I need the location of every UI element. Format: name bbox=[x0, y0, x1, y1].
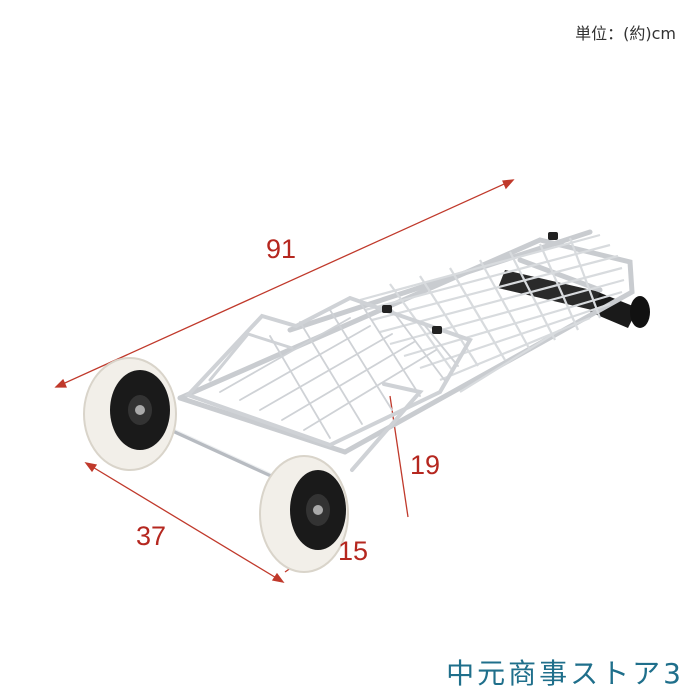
height-dimension-label: 19 bbox=[410, 450, 441, 480]
front-basket bbox=[184, 295, 473, 472]
left-wheel bbox=[83, 357, 177, 471]
width-dimension-label: 37 bbox=[136, 521, 167, 551]
unit-label: 単位：(約)cm bbox=[575, 24, 676, 43]
cart-frame bbox=[177, 229, 635, 455]
width-dimension-line bbox=[84, 462, 285, 583]
right-wheel bbox=[259, 455, 349, 573]
wheel-width-dimension-label: 15 bbox=[338, 536, 369, 566]
frame-joints bbox=[382, 232, 558, 334]
length-dimension-line bbox=[54, 179, 515, 388]
shop-name-watermark: 中元商事ストア3 bbox=[446, 657, 684, 690]
length-dimension-label: 91 bbox=[266, 234, 297, 264]
